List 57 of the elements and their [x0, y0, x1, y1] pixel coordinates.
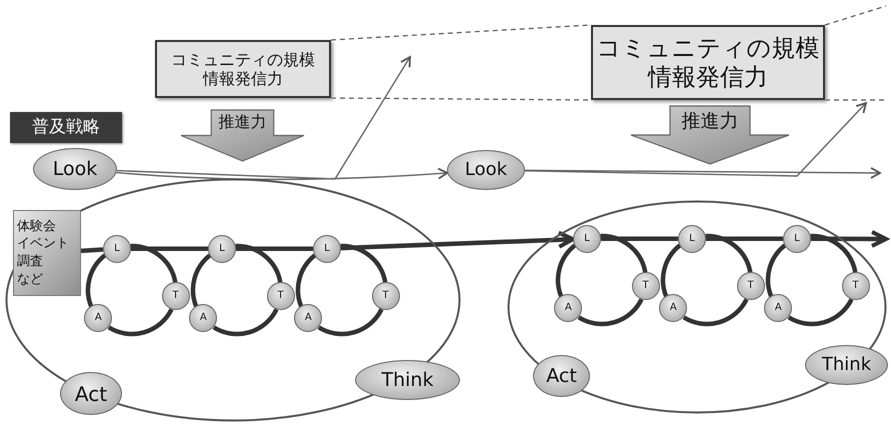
heading-label: 普及戦略	[10, 112, 122, 143]
stage-ellipse: Look	[447, 150, 525, 190]
loop-line	[682, 298, 748, 326]
connector-line	[236, 246, 313, 251]
dashed-line	[824, 5, 886, 26]
connector-line	[601, 236, 678, 241]
connector-line	[131, 246, 208, 251]
stage-ellipse: Look	[33, 148, 117, 190]
loop-line	[578, 298, 644, 326]
loop-line	[190, 254, 212, 307]
stage-circle: T	[736, 272, 765, 300]
loop-line	[810, 234, 858, 273]
stage-circle: L	[572, 224, 601, 253]
stage-circle: T	[372, 282, 400, 310]
arrow	[524, 102, 867, 177]
stage-circle: A	[659, 294, 688, 322]
arrow	[525, 167, 881, 179]
stage-circle: L	[102, 234, 131, 263]
stage-circle: A	[554, 294, 582, 322]
info-box: コミュニティの規模 情報発信力	[155, 40, 331, 98]
info-box: コミュニティの規模 情報発信力	[591, 25, 825, 100]
stage-circle: T	[632, 272, 660, 300]
loop-line	[556, 244, 576, 297]
stage-circle: T	[842, 272, 870, 300]
loop-line	[236, 244, 282, 283]
connector-line	[706, 236, 783, 241]
stage-circle: T	[266, 282, 295, 310]
loop-line	[788, 298, 854, 326]
loop-line	[340, 244, 388, 283]
stage-circle: L	[208, 234, 236, 263]
arrow	[340, 230, 575, 250]
connector-line	[80, 247, 104, 254]
loop-line	[296, 254, 316, 307]
arrow-label: 推進力	[218, 112, 266, 133]
loop-line	[130, 244, 178, 283]
loop-line	[86, 254, 106, 307]
loop-line	[600, 234, 648, 273]
stage-circle: A	[189, 304, 218, 332]
loop-line	[766, 244, 786, 297]
stage-circle: L	[312, 234, 341, 263]
stage-circle: T	[162, 282, 190, 310]
stage-circle: A	[764, 294, 792, 322]
dashed-line	[825, 99, 886, 101]
loop-line	[318, 308, 384, 336]
stage-circle: A	[84, 304, 112, 332]
loop-line	[212, 308, 278, 336]
arrow	[811, 230, 888, 248]
stage-ellipse: Think	[355, 360, 460, 400]
stage-circle: L	[678, 224, 706, 253]
arrow	[116, 168, 448, 180]
arrow-label: 推進力	[682, 109, 738, 134]
dashed-line	[331, 97, 591, 101]
arrow	[116, 56, 411, 180]
stage-circle: A	[294, 304, 322, 332]
stage-circle: L	[782, 224, 811, 253]
loop-line	[706, 234, 752, 273]
loop-line	[108, 308, 174, 336]
